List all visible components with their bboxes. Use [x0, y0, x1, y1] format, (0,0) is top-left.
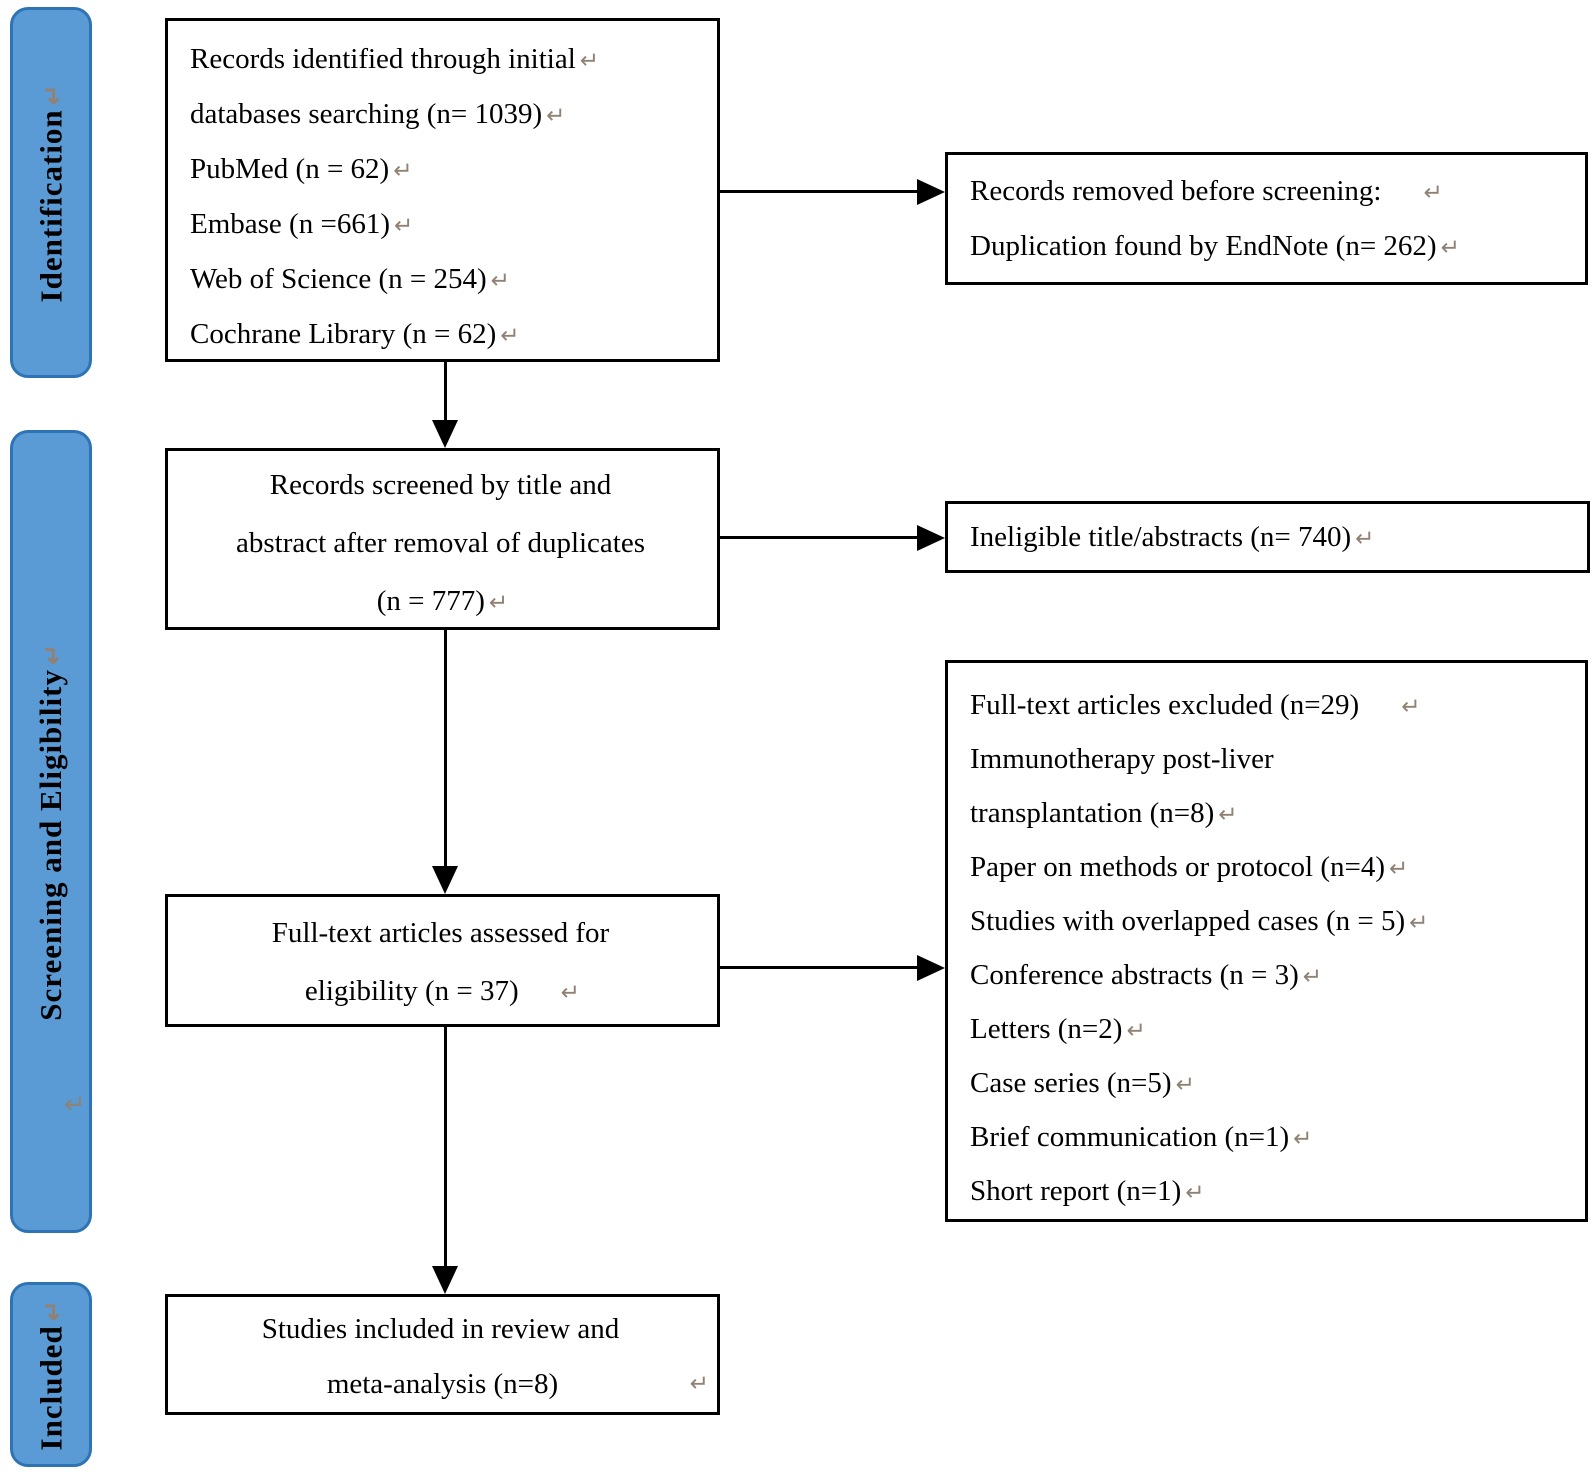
return-mark-icon: ↵ [1409, 910, 1429, 936]
return-mark-icon: ↵ [393, 158, 413, 184]
arrow-down-head-1 [432, 420, 458, 448]
box-line: abstract after removal of duplicates [235, 527, 646, 559]
box-line: transplantation (n=8)↵ [970, 797, 1238, 829]
box-line: Embase (n =661)↵ [190, 208, 414, 240]
stage-screening-eligibility: Screening and Eligibility ↵ [10, 430, 92, 1233]
box-line: Full-text articles assessed for [271, 917, 610, 949]
return-mark-icon: ↵ [560, 980, 581, 1006]
arrow-right-head-3 [917, 955, 945, 981]
arrow-right-shaft-3 [720, 966, 919, 969]
arrow-down-head-2 [432, 866, 458, 894]
arrow-down-shaft-1 [444, 362, 447, 422]
return-mark-icon: ↵ [1440, 235, 1461, 261]
return-mark-icon: ↵ [40, 1299, 68, 1321]
return-mark-icon: ↵ [64, 1090, 86, 1119]
box-line: Case series (n=5)↵ [970, 1067, 1196, 1099]
records-identified-box: Records identified through initial↵ data… [165, 18, 720, 362]
box-line: Records identified through initial↵ [190, 43, 600, 75]
return-mark-icon: ↵ [1218, 802, 1238, 828]
arrow-right-head-1 [917, 179, 945, 205]
box-line: Duplication found by EndNote (n= 262)↵ [970, 230, 1461, 262]
return-mark-icon: ↵ [1293, 1126, 1313, 1152]
stage-screening-label: Screening and Eligibility ↵ [33, 643, 69, 1021]
box-line: databases searching (n= 1039)↵ [190, 98, 566, 130]
arrow-right-shaft-1 [720, 190, 919, 193]
box-line: Immunotherapy post-liver [970, 743, 1274, 775]
box-line: Cochrane Library (n = 62)↵ [190, 318, 520, 350]
stage-label-text: Identification [33, 108, 68, 302]
return-mark-icon: ↵ [1175, 1072, 1196, 1098]
stage-label-text: Screening and Eligibility [33, 668, 68, 1021]
box-line: Full-text articles excluded (n=29)↵ [970, 689, 1421, 721]
stage-included-label: Included ↵ [33, 1299, 69, 1450]
fulltext-excluded-box: Full-text articles excluded (n=29)↵ Immu… [945, 660, 1588, 1222]
box-line: Studies with overlapped cases (n = 5)↵ [970, 905, 1429, 937]
return-mark-icon: ↵ [1401, 694, 1421, 720]
return-mark-icon: ↵ [1423, 180, 1443, 206]
return-mark-icon: ↵ [579, 48, 600, 74]
box-line: eligibility (n = 37)↵ [304, 975, 581, 1007]
box-line: Short report (n=1)↵ [970, 1175, 1205, 1207]
box-line: Brief communication (n=1)↵ [970, 1121, 1313, 1153]
fulltext-assessed-box: Full-text articles assessed for eligibil… [165, 894, 720, 1027]
return-mark-icon: ↵ [1389, 856, 1409, 882]
return-mark-icon: ↵ [546, 103, 566, 129]
return-mark-icon: ↵ [490, 268, 511, 294]
arrow-right-head-2 [917, 525, 945, 551]
box-line: meta-analysis (n=8)↵ [168, 1358, 717, 1411]
arrow-right-shaft-2 [720, 536, 919, 539]
arrow-down-head-3 [432, 1266, 458, 1294]
arrow-down-shaft-3 [444, 1027, 447, 1268]
stage-identification-label: Identification ↵ [33, 83, 69, 302]
box-line: (n = 777)↵ [376, 585, 509, 617]
box-line: Studies included in review and [261, 1313, 620, 1345]
records-removed-box: Records removed before screening:↵ Dupli… [945, 152, 1588, 285]
ineligible-abstracts-box: Ineligible title/abstracts (n= 740)↵ [945, 501, 1590, 573]
return-mark-icon: ↵ [1185, 1180, 1205, 1206]
return-mark-icon: ↵ [488, 590, 509, 616]
return-mark-icon: ↵ [393, 213, 414, 239]
box-line: Ineligible title/abstracts (n= 740)↵ [970, 520, 1375, 553]
box-line: PubMed (n = 62)↵ [190, 153, 413, 185]
return-mark-icon: ↵ [1126, 1018, 1146, 1044]
stage-label-text: Included [33, 1324, 69, 1450]
return-mark-icon: ↵ [689, 1371, 709, 1397]
arrow-down-shaft-2 [444, 630, 447, 868]
return-mark-icon: ↵ [1302, 964, 1323, 990]
box-line: Records screened by title and [269, 469, 612, 501]
box-line: Paper on methods or protocol (n=4)↵ [970, 851, 1409, 883]
studies-included-box: Studies included in review and meta-anal… [165, 1294, 720, 1415]
box-line: Conference abstracts (n = 3)↵ [970, 959, 1323, 991]
box-line: Web of Science (n = 254)↵ [190, 263, 511, 295]
return-mark-icon: ↵ [40, 83, 67, 105]
box-line: Records removed before screening:↵ [970, 175, 1443, 207]
return-mark-icon: ↵ [1355, 525, 1375, 552]
return-mark-icon: ↵ [500, 323, 520, 349]
box-line: Letters (n=2)↵ [970, 1013, 1146, 1045]
records-screened-box: Records screened by title and abstract a… [165, 448, 720, 630]
stage-identification: Identification ↵ [10, 7, 92, 378]
stage-included: Included ↵ [10, 1282, 92, 1467]
return-mark-icon: ↵ [40, 642, 67, 665]
